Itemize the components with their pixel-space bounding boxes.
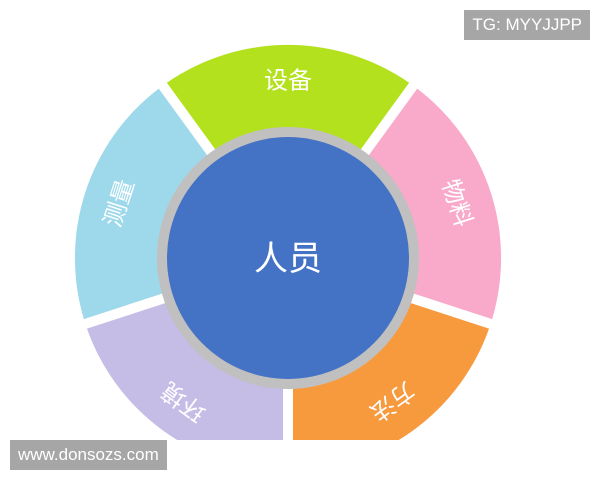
segment-material: 物料 xyxy=(367,88,502,320)
segment-shape xyxy=(86,302,283,440)
center-label: 人员 xyxy=(254,239,322,279)
segment-label: 设备 xyxy=(264,67,312,95)
segment-shape xyxy=(74,88,209,320)
segment-shape xyxy=(166,44,410,152)
watermark-top-right: TG: MYYJJPP xyxy=(464,10,590,40)
segment-equipment: 设备 xyxy=(166,44,410,152)
center-circle xyxy=(167,137,409,379)
segment-shape xyxy=(367,88,502,320)
watermark-bottom-left: www.donsozs.com xyxy=(10,440,167,470)
segment-shape xyxy=(293,302,490,440)
segment-measurement: 测量 xyxy=(74,88,209,320)
segment-method: 方法 xyxy=(293,302,490,440)
segment-environment: 环境 xyxy=(86,302,283,440)
